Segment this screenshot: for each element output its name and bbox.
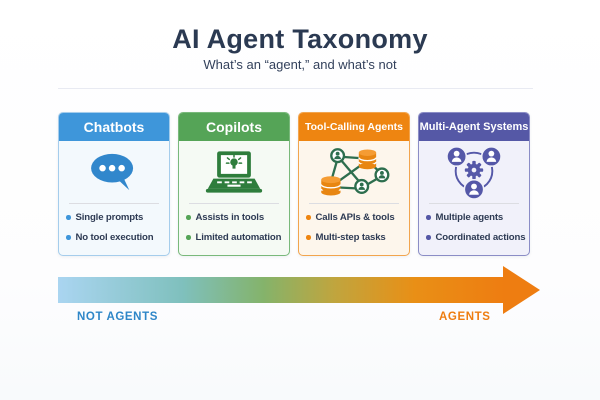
card-title: Multi-Agent Systems (419, 113, 529, 141)
bullet-dot (426, 215, 431, 220)
bullet-item: Multiple agents (426, 212, 522, 223)
card-title: Copilots (179, 113, 289, 141)
card-title: Chatbots (59, 113, 169, 141)
axis-label-not-agents: NOT AGENTS (77, 311, 158, 323)
bullet-label: Calls APIs & tools (315, 212, 395, 223)
bullet-dot (306, 215, 311, 220)
header-divider (58, 88, 533, 89)
database-icon (320, 176, 342, 196)
bullet-label: No tool execution (75, 232, 154, 243)
page-subtitle: What’s an “agent,” and what’s not (203, 57, 397, 72)
card-chatbots: Chatbots Single prompts No too (58, 112, 170, 256)
bullet-dot (426, 235, 431, 240)
bullet-item: Multi-step tasks (306, 232, 402, 243)
card-multi-agent-systems: Multi-Agent Systems (418, 112, 530, 256)
bullet-label: Multiple agents (435, 212, 504, 223)
bullet-dot (186, 235, 191, 240)
agents-gear-icon (446, 146, 502, 200)
card-divider (309, 203, 399, 204)
bullet-item: Single prompts (66, 212, 162, 223)
person-node-icon (354, 178, 370, 194)
bullet-item: Coordinated actions (426, 232, 526, 243)
page-title: AI Agent Taxonomy (172, 24, 428, 54)
agent-avatar-icon (446, 146, 468, 167)
bullet-item: No tool execution (66, 232, 162, 243)
laptop-lightbulb-icon (205, 151, 263, 193)
card-divider (429, 203, 519, 204)
person-node-icon (330, 148, 346, 164)
agent-avatar-icon (480, 146, 502, 167)
gear-icon (464, 160, 484, 180)
bullet-label: Coordinated actions (435, 232, 526, 243)
card-title: Tool-Calling Agents (299, 113, 409, 141)
bullet-label: Limited automation (195, 232, 282, 243)
agent-avatar-icon (463, 178, 485, 200)
bullet-label: Assists in tools (195, 212, 265, 223)
bullet-dot (66, 235, 71, 240)
database-icon (358, 149, 377, 170)
network-tools-icon (320, 148, 390, 196)
axis-label-agents: AGENTS (439, 311, 491, 323)
card-copilots: Copilots (178, 112, 290, 256)
card-tool-calling-agents: Tool-Calling Agents (298, 112, 410, 256)
person-node-icon (374, 167, 390, 183)
bullet-label: Multi-step tasks (315, 232, 386, 243)
bullet-item: Assists in tools (186, 212, 282, 223)
bullet-label: Single prompts (75, 212, 144, 223)
card-divider (189, 203, 279, 204)
spectrum-arrow-shaft (58, 277, 504, 303)
taxonomy-cards-row: Chatbots Single prompts No too (58, 112, 530, 256)
bullet-item: Calls APIs & tools (306, 212, 402, 223)
bullet-dot (306, 235, 311, 240)
card-divider (69, 203, 159, 204)
bullet-dot (186, 215, 191, 220)
bullet-dot (66, 215, 71, 220)
bullet-item: Limited automation (186, 232, 282, 243)
chat-bubble-icon (91, 153, 134, 191)
spectrum-arrow-head-icon (503, 266, 540, 314)
